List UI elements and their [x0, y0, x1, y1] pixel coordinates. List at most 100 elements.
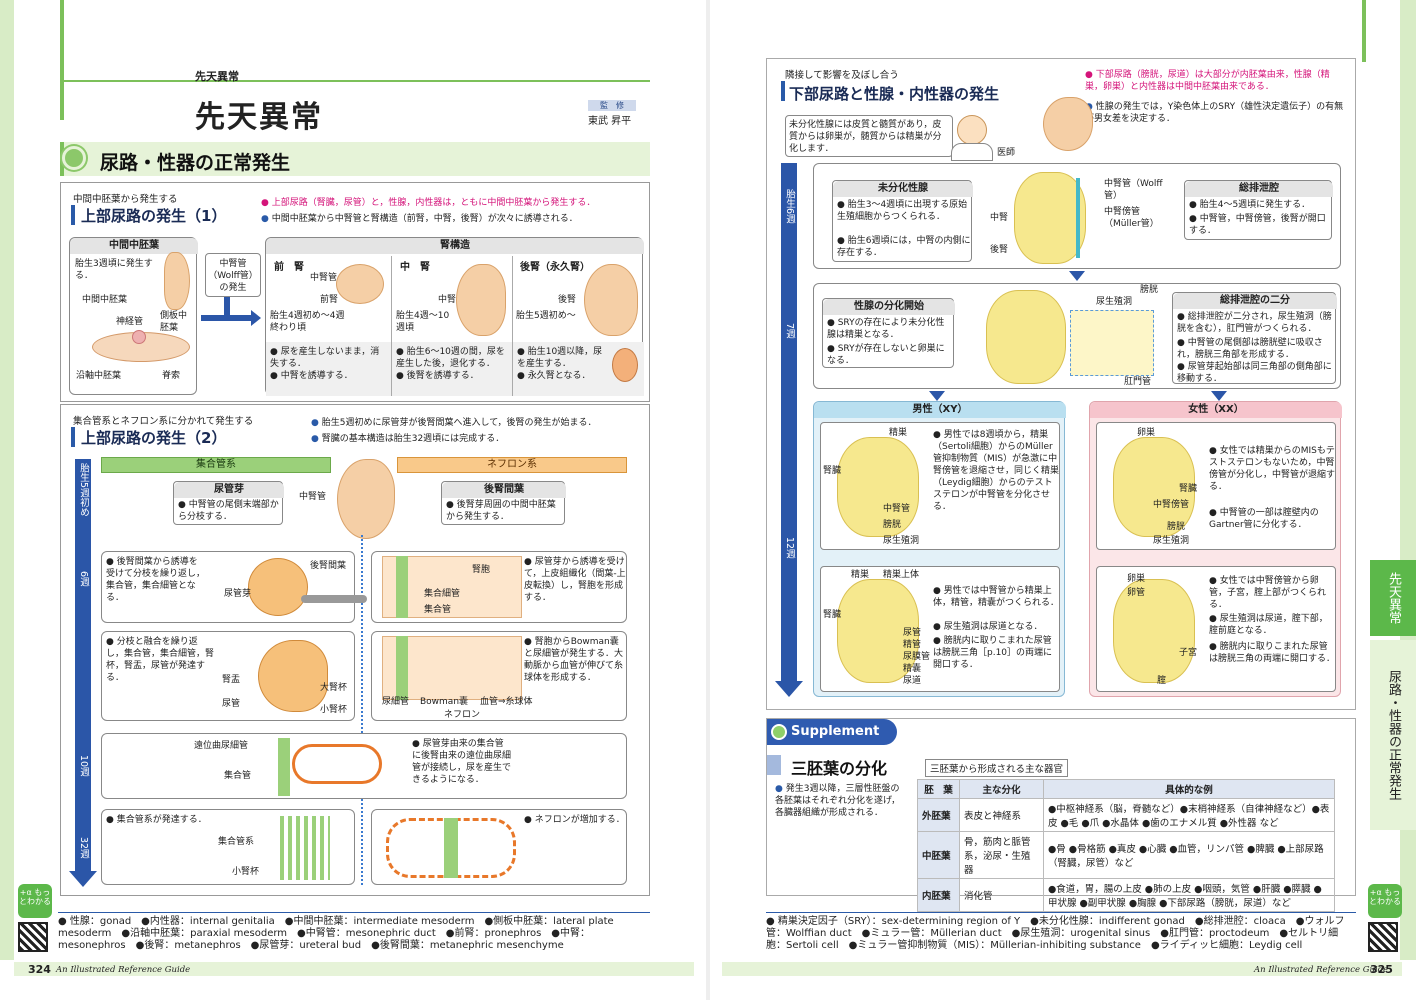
male2-b2: ● 尿生殖洞は尿道となる．: [933, 622, 1043, 632]
left-plus-badge-text: +α もっとわかる: [19, 888, 51, 906]
female-lab-4: 尿生殖洞: [1153, 536, 1190, 546]
male-box-1: 精巣 腎臓 中腎管 膀胱 尿生殖洞 ● 男性では8週頃から，精巣（Sertoli…: [820, 422, 1060, 550]
label-lateral-plate: 側板中胚葉: [160, 311, 188, 333]
cloaca-b2: ● 中腎管，中腎傍管，後腎が開口する．: [1189, 214, 1326, 236]
right-footer-bar: [722, 962, 1402, 976]
branching-illustration: [248, 558, 308, 616]
female-lab-3: 膀胱: [1167, 522, 1186, 532]
mesoderm-box: 中間中胚葉 胎生3週頃に発生する． 中間中胚葉 神経管 側板中胚葉 沿軸中胚葉 …: [69, 237, 198, 395]
female-b2: ● 中腎管の一部は腟壁内のGartner管に分化する．: [1209, 508, 1319, 530]
right-glossary: ● 精巣決定因子（SRY）：sex-determining region of …: [766, 916, 1345, 951]
down-arrow-female: [1211, 391, 1227, 401]
female-box-1: 卵巣 腎臓 中腎傍管 膀胱 尿生殖洞 ● 女性では精巣からのMISもテストステロ…: [1096, 422, 1336, 550]
right-bullet-1-text: 下部尿路（膀胱，尿道）は大部分が内胚葉由来，性腺（精巣，卵巣）と内性器は中間中胚…: [1085, 70, 1330, 92]
male-lab-2: 中腎管: [883, 504, 911, 514]
cloaca2-b1: ● 総排泄腔が二分され，尿生殖洞（膀胱を含む），肛門管がつくられる．: [1177, 312, 1332, 334]
r2-label-6: Bowman嚢: [420, 697, 469, 707]
female2-b3: ● 膀胱内に取りこまれた尿管は膀胱三角の両端に開口する．: [1209, 642, 1336, 664]
right-qr-icon[interactable]: [1368, 922, 1398, 952]
male2-b3: ● 膀胱内に取りこまれた尿管は膀胱三角［p.10］の両端に開口する．: [933, 636, 1053, 670]
cloaca-split-head: 総排泄腔の二分: [1173, 293, 1337, 309]
metanephric-box: 後腎間葉 ● 後腎芽周囲の中間中胚葉から発生する．: [441, 481, 566, 525]
left-footer-bar: [14, 962, 694, 976]
s2-bullet-2: ● 腎臓の基本構造は胎生32週頃には完成する．: [311, 434, 505, 444]
side-tab-top[interactable]: 先天異常: [1370, 560, 1416, 636]
metanephric-head: 後腎間葉: [442, 482, 566, 498]
ureteric-bud-head: 尿管芽: [174, 482, 284, 498]
section-banner: 尿路・性器の正常発生: [60, 142, 650, 176]
side-tab-bottom[interactable]: 尿路・性器の正常発生: [1370, 640, 1416, 830]
male-lab-4: 尿生殖洞: [883, 536, 920, 546]
male2-lab-0: 精巣: [851, 570, 870, 580]
col-divider-2: [512, 256, 513, 396]
male2-lab-7: 尿道: [903, 676, 922, 686]
right-timeline-6w: 胎生6週: [784, 189, 795, 224]
pronephros-title: 前 腎: [274, 262, 304, 273]
female2-b3-text: 膀胱内に取りこまれた尿管は膀胱三角の両端に開口する．: [1209, 642, 1336, 664]
nephron-green-duct: [396, 636, 408, 700]
female-lab-0: 卵巣: [1137, 428, 1156, 438]
pronephros-notes: ● 尿を産生しないまま，消失する． ● 中腎を誘導する．: [266, 342, 391, 396]
r1-label-1: 後腎間葉: [310, 561, 347, 571]
s2-bullet-1-text: 胎生5週初めに尿管芽が後腎間葉へ進入して，後腎の発生が始まる．: [321, 418, 597, 428]
table-row: 中胚葉 骨，筋肉と脈管系，泌尿・生殖器 ●骨 ●骨格筋 ●真皮 ●心臓 ●血管，…: [917, 831, 1335, 879]
right-plus-badge[interactable]: +α もっとわかる: [1368, 884, 1402, 918]
female-organ-2: [1113, 579, 1195, 683]
embryo-s2: [337, 459, 395, 539]
left-qr-icon[interactable]: [18, 922, 48, 952]
germ-cell: 中胚葉: [917, 831, 960, 879]
supervisor-label: 監 修: [588, 100, 636, 111]
left-plus-badge[interactable]: +α もっとわかる: [18, 884, 52, 918]
supp-title-bar: [767, 755, 781, 775]
mesonephros-time: 胎生4週〜10週頃: [396, 311, 450, 333]
green-duct-shape: [396, 556, 408, 618]
mesoderm-note: 胎生3週頃に発生する．: [75, 259, 153, 281]
male2-lab-5: 尿膜管: [903, 652, 931, 662]
pronephros-time: 胎生4週初め〜4週終わり頃: [270, 311, 345, 333]
row1-left-text: ● 後腎間葉から誘導を受けて分枝を繰り返し，集合管，集合細管となる．: [106, 557, 206, 603]
tubule-illustration: [292, 744, 382, 784]
male2-lab-4: 精管: [903, 640, 922, 650]
r1-label-5: 集合管: [424, 605, 452, 615]
cloaca2-b2: ● 中腎管の尾側部は膀胱壁に吸収され，膀胱三角部を形成する．: [1177, 338, 1323, 360]
pronephros-note-1-text: 尿を産生しないまま，消失する．: [270, 347, 380, 369]
metanephros-note-1-text: 胎生10週以降，尿を産生する．: [517, 347, 603, 369]
cloaca-b2-text: 中腎管，中腎傍管，後腎が開口する．: [1189, 214, 1326, 236]
gonad-b2-text: SRYが存在しないと卵巣になる．: [827, 344, 945, 366]
mesonephros-note-1: ● 胎生6〜10週の間，尿を産生した後，退化する．: [396, 347, 505, 369]
bullet-1-text: 上部尿路（腎臓，尿管）と，性腺，内性器は，ともに中間中胚葉から発生する．: [271, 198, 596, 208]
label-metanephros-r: 後腎: [990, 245, 1009, 255]
tag-collecting: 集合管系: [101, 457, 331, 473]
pronephros-label-1: 中腎管: [310, 273, 338, 283]
row2-left-text-span: 分枝と融合を繰り返し，集合管，集合細管，腎杯，腎盂，尿管が発達する．: [106, 637, 215, 683]
male-box-2: 精巣 精巣上体 腎臓 尿管 精管 尿膜管 精嚢 尿道 ● 男性では中腎管から精巣…: [820, 566, 1060, 692]
s2-bullet-2-text: 腎臓の基本構造は胎生32週頃には完成する．: [321, 434, 505, 444]
arrow-right-head: [251, 310, 261, 326]
pronephros-embryo: [336, 264, 384, 304]
right-top-bar: [1362, 0, 1366, 62]
right-bullet-2-text: 性腺の発生では，Y染色体上のSRY（雄性決定遺伝子）の有無が男女差を決定する．: [1085, 102, 1344, 124]
book-title-left: An Illustrated Reference Guide: [56, 965, 191, 975]
right-bullet-1: ● 下部尿路（膀胱，尿道）は大部分が内胚葉由来，性腺（精巣，卵巣）と内性器は中間…: [1085, 70, 1330, 92]
female-box-2: 卵巣 卵管 子宮 腟 ● 女性では中腎傍管から卵管，子宮，腟上部がつくられる． …: [1096, 566, 1336, 692]
subsection-heading: 上部尿路の発生（1）: [81, 207, 227, 225]
neural-tube-shape: [132, 330, 146, 344]
timeline-arrow: [75, 459, 91, 873]
r1-label-4: 集合細管: [424, 589, 461, 599]
cloaca2-b2-text: 中腎管の尾側部は膀胱壁に吸収され，膀胱三角部を形成する．: [1177, 338, 1323, 360]
male2-lab-6: 精嚢: [903, 664, 922, 674]
arrow-right: [201, 315, 253, 321]
male2-b2-text: 尿生殖洞は尿道となる．: [943, 622, 1043, 632]
r2-label-1: 腎盂: [222, 675, 241, 685]
supplement-section: Supplement 三胚葉の分化 ● 発生3週以降，三層性胚盤の各胚葉はそれぞ…: [766, 718, 1356, 912]
cloaca2-b3: ● 尿管芽起始部は同三角部の側角部に移動する．: [1177, 362, 1332, 384]
right-heading-bar: [781, 81, 785, 101]
male-panel: 男性（XY） 精巣 腎臓 中腎管 膀胱 尿生殖洞 ● 男性では8週頃から，精巣（…: [813, 401, 1066, 697]
female-b2-text: 中腎管の一部は腟壁内のGartner管に分化する．: [1209, 508, 1319, 530]
male-lab-1: 腎臓: [823, 466, 842, 476]
timeline-label-6w: 6週: [78, 571, 89, 587]
row2-right: 尿細管 Bowman嚢 血管⇒糸球体 ネフロン ● 腎胞からBowman嚢と尿細…: [371, 631, 627, 721]
side-tab-top-text: 先天異常: [1386, 572, 1401, 624]
week7-organ-illustration: [986, 290, 1066, 384]
gonad-diff-box: 性腺の分化開始 ● SRYの存在により未分化性腺は精巣となる． ● SRYが存在…: [822, 298, 955, 368]
